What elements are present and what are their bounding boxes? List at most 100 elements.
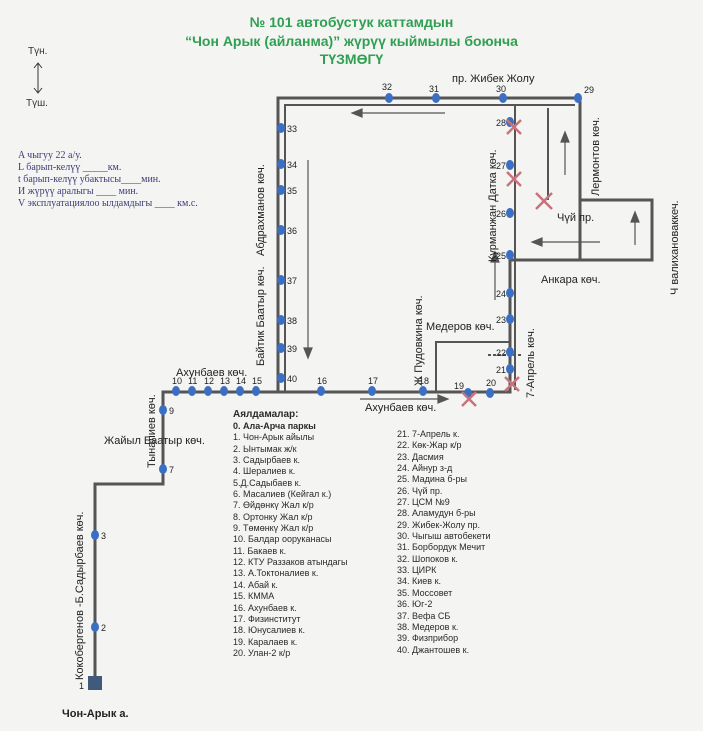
- param-v: V эксплуатациялоо ылдамдыгы ____ км.с.: [18, 198, 198, 209]
- stop-marker: [506, 208, 514, 218]
- street-akhunbaev-bottom: Ахунбаев көч.: [365, 402, 437, 414]
- stop-marker: [574, 93, 582, 103]
- stop-marker: [277, 123, 285, 133]
- street-mederov: Медеров көч.: [426, 321, 495, 333]
- stop-number: 26: [496, 209, 506, 219]
- legend-stop-item: 12. КТУ Раззаков атындагы: [233, 557, 348, 568]
- stop-number: 15: [252, 376, 262, 386]
- route-parameters: A чыгуу 22 а/у. L барып-келүү _____км. t…: [18, 150, 198, 210]
- street-lermontov: Лермонтов көч.: [590, 117, 602, 196]
- legend-stop-item: 9. Төмөнкү Жал к/р: [233, 523, 314, 534]
- stop-number: 31: [429, 84, 439, 94]
- stop-marker: [499, 93, 507, 103]
- legend-stop-item: 0. Ала-Арча паркы: [233, 421, 316, 431]
- title-line-1: № 101 автобустук каттамдын: [249, 14, 454, 30]
- stop-number: 25: [496, 251, 506, 261]
- stop-number: 32: [382, 82, 392, 92]
- street-akhunbaev-top: Ахунбаев көч.: [176, 367, 248, 379]
- stop-number: 16: [317, 376, 327, 386]
- street-chon-aryk: Чон-Арык а.: [62, 708, 129, 720]
- legend-stop-item: 1. Чон-Арык айылы: [233, 432, 315, 443]
- stop-number: 23: [496, 315, 506, 325]
- legend-stop-item: 27. ЦСМ №9: [397, 497, 450, 508]
- stop-number: 30: [496, 84, 506, 94]
- legend-stop-item: 34. Киев к.: [397, 576, 442, 587]
- stop-number: 7: [169, 465, 174, 475]
- legend-stop-item: 22. Көк-Жар к/р: [397, 440, 462, 451]
- legend-stop-item: 5.Д.Садыбаев к.: [233, 477, 302, 488]
- param-i: И жүрүү аралыгы ____ мин.: [18, 186, 139, 197]
- stop-marker: [432, 93, 440, 103]
- stop-marker: [506, 160, 514, 170]
- legend-stop-item: 23. Дасмия: [397, 451, 444, 462]
- legend-stop-item: 26. Чүй пр.: [397, 485, 443, 496]
- legend-stop-item: 17. Физинститут: [233, 613, 301, 624]
- legend-stop-item: 24. Айнур з-д: [397, 463, 453, 474]
- stop-marker: [506, 314, 514, 324]
- title-line-3: ТҮЗМӨГҮ: [319, 51, 384, 67]
- stop-number: 12: [204, 376, 214, 386]
- legend-stop-item: 37. Вефа СБ: [397, 610, 451, 621]
- stop-number: 39: [287, 344, 297, 354]
- legend-stop-item: 13. А.Токтоналиев к.: [233, 568, 319, 579]
- stop-number: 34: [287, 160, 297, 170]
- legend-stop-item: 31. Борбордук Мечит: [397, 542, 486, 553]
- legend-stop-item: 11. Бакаев к.: [233, 545, 287, 556]
- legend-stop-item: 32. Шопоков к.: [397, 553, 458, 564]
- street-kokombergenov: Кокобергенов -Б.Садырбаев көч.: [74, 511, 86, 680]
- legend-stop-item: 36. Юг-2: [397, 599, 433, 610]
- stop-marker: [277, 159, 285, 169]
- legend-stop-item: 29. Жибек-Жолу пр.: [397, 519, 480, 530]
- stop-number: 14: [236, 376, 246, 386]
- route-loop: [510, 98, 654, 262]
- stop-marker: [385, 93, 393, 103]
- legend-stop-item: 20. Улан-2 к/р: [233, 647, 291, 658]
- stop-marker: [159, 464, 167, 474]
- legend-stop-item: 28. Аламудун б-ры: [397, 508, 476, 519]
- stop-number: 17: [368, 376, 378, 386]
- stop-number: 10: [172, 376, 182, 386]
- legend-stop-item: 30. Чыгыш автобекети: [397, 531, 491, 542]
- route-line: [93, 96, 582, 685]
- legend-stop-item: 18. Юнусалиев к.: [233, 625, 305, 636]
- mederov-box: [435, 341, 510, 392]
- legend-stop-item: 25. Мадина б-ры: [397, 474, 467, 485]
- compass-south: Түш.: [26, 98, 48, 109]
- street-ankara: Анкара көч.: [541, 274, 601, 286]
- stop-marker: [277, 185, 285, 195]
- stop-marker: [419, 386, 427, 396]
- stop-number: 22: [496, 348, 506, 358]
- legend-stop-item: 35. Моссовет: [397, 587, 453, 598]
- stop-number: 38: [287, 316, 297, 326]
- stop-number: 1: [79, 681, 84, 691]
- stop-marker: [277, 373, 285, 383]
- stop-number: 27: [496, 161, 506, 171]
- stop-number: 28: [496, 118, 506, 128]
- legend-stop-item: 6. Масалиев (Кейгал к.): [233, 489, 332, 500]
- stop-number: 11: [188, 376, 197, 386]
- stop-marker: [236, 386, 244, 396]
- stop-marker: [159, 405, 167, 415]
- stop-marker: [506, 288, 514, 298]
- stop-marker: [317, 386, 325, 396]
- param-t: t барып-келүү убактысы____мин.: [18, 174, 161, 185]
- stop-number: 20: [486, 378, 496, 388]
- legend-stop-item: 33. ЦИРК: [397, 565, 437, 576]
- street-tynaliev: Тыналиев көч.: [146, 394, 158, 468]
- legend-stop-item: 14. Абай к.: [233, 579, 278, 590]
- stop-marker: [91, 530, 99, 540]
- stop-marker: [368, 386, 376, 396]
- stop-marker: [220, 386, 228, 396]
- stop-number: 19: [454, 381, 464, 391]
- stop-number: 2: [101, 623, 106, 633]
- legend-title: Аялдамалар:: [233, 409, 299, 420]
- stop-number: 29: [584, 85, 594, 95]
- stop-number: 40: [287, 374, 297, 384]
- legend-stop-item: 16. Ахунбаев к.: [233, 602, 297, 613]
- title-line-2: “Чон Арык (айланма)” жүрүү кыймылы боюнч…: [185, 33, 518, 49]
- stop-number: 9: [169, 406, 174, 416]
- route-line-inner: [284, 104, 575, 392]
